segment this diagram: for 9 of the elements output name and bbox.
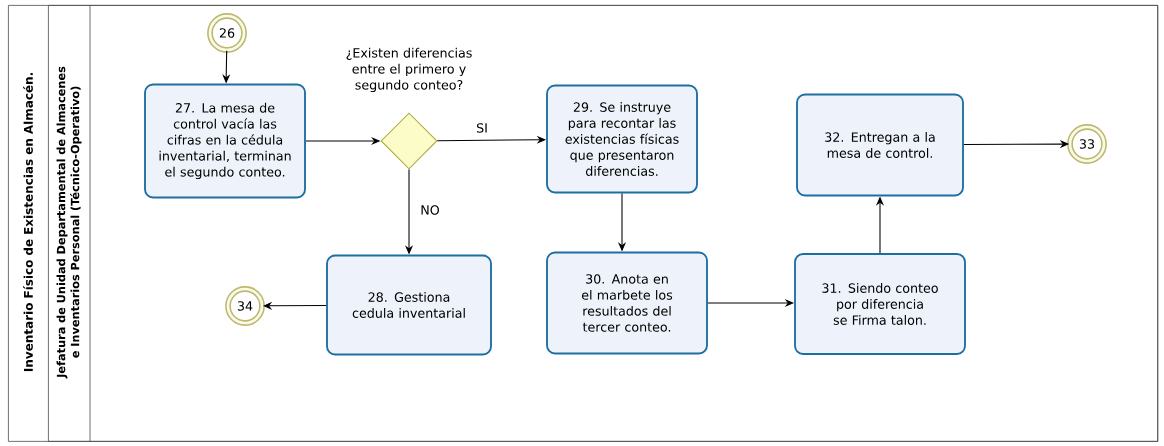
task-box: 27. La mesa de control vacía las cifras en la cédula inventarial, terminan el segundo conteo.: [144, 83, 306, 199]
task-box: 29. Se instruye para recontar las existencias físicas que presentaron diferencias.: [546, 84, 698, 194]
task-box: 30. Anota en el marbete los resultados del tercer conteo.: [546, 251, 708, 355]
task-box: 32. Entregan a la mesa de control.: [796, 93, 964, 197]
node-label: ¿Existen diferencias entre el primero y segundo conteo?: [346, 47, 472, 93]
task-box: 31. Siendo conteo por diferencia se Firma talon.: [794, 253, 966, 355]
task-box: 28. Gestiona cedula inventarial: [326, 254, 492, 356]
edge-label: SI: [474, 121, 490, 135]
edge-label: NO: [418, 203, 442, 217]
